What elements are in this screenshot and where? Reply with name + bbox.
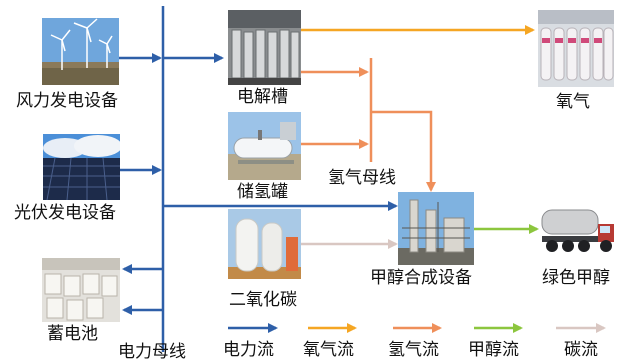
- hydrogen-bus-label: 氢气母线: [328, 168, 396, 188]
- battery-image: [42, 258, 120, 322]
- co2-tank-image: [228, 209, 301, 279]
- legend-label-oxygen: 氧气流: [303, 340, 354, 360]
- solar-panel-image: [43, 134, 120, 200]
- hydrogen-tank-label: 储氢罐: [237, 182, 288, 202]
- legend-label-methanol: 甲醇流: [468, 340, 519, 360]
- methanol-plant-label: 甲醇合成设备: [370, 268, 472, 288]
- methanol-tanker-image: [540, 194, 617, 266]
- methanol-plant-image: [398, 192, 474, 265]
- wind-label: 风力发电设备: [16, 91, 118, 111]
- wind-turbine-image: [42, 18, 119, 85]
- legend-label-power: 电力流: [223, 340, 274, 360]
- legend-label-carbon: 碳流: [564, 340, 598, 360]
- green-methanol-label: 绿色甲醇: [542, 268, 610, 288]
- battery-label: 蓄电池: [47, 324, 98, 344]
- hydrogen-tank-image: [228, 112, 301, 180]
- pv-label: 光伏发电设备: [14, 203, 116, 223]
- electrolyzer-label: 电解槽: [237, 87, 288, 107]
- electrolyzer-image: [228, 10, 301, 85]
- oxygen-label: 氧气: [556, 92, 590, 112]
- co2-label: 二氧化碳: [229, 290, 297, 310]
- power-bus-label: 电力母线: [118, 342, 186, 362]
- legend-label-hydrogen: 氢气流: [388, 340, 439, 360]
- oxygen-cylinders-image: [538, 10, 614, 87]
- flow-h2bus-to-methanol-plant: [371, 110, 436, 192]
